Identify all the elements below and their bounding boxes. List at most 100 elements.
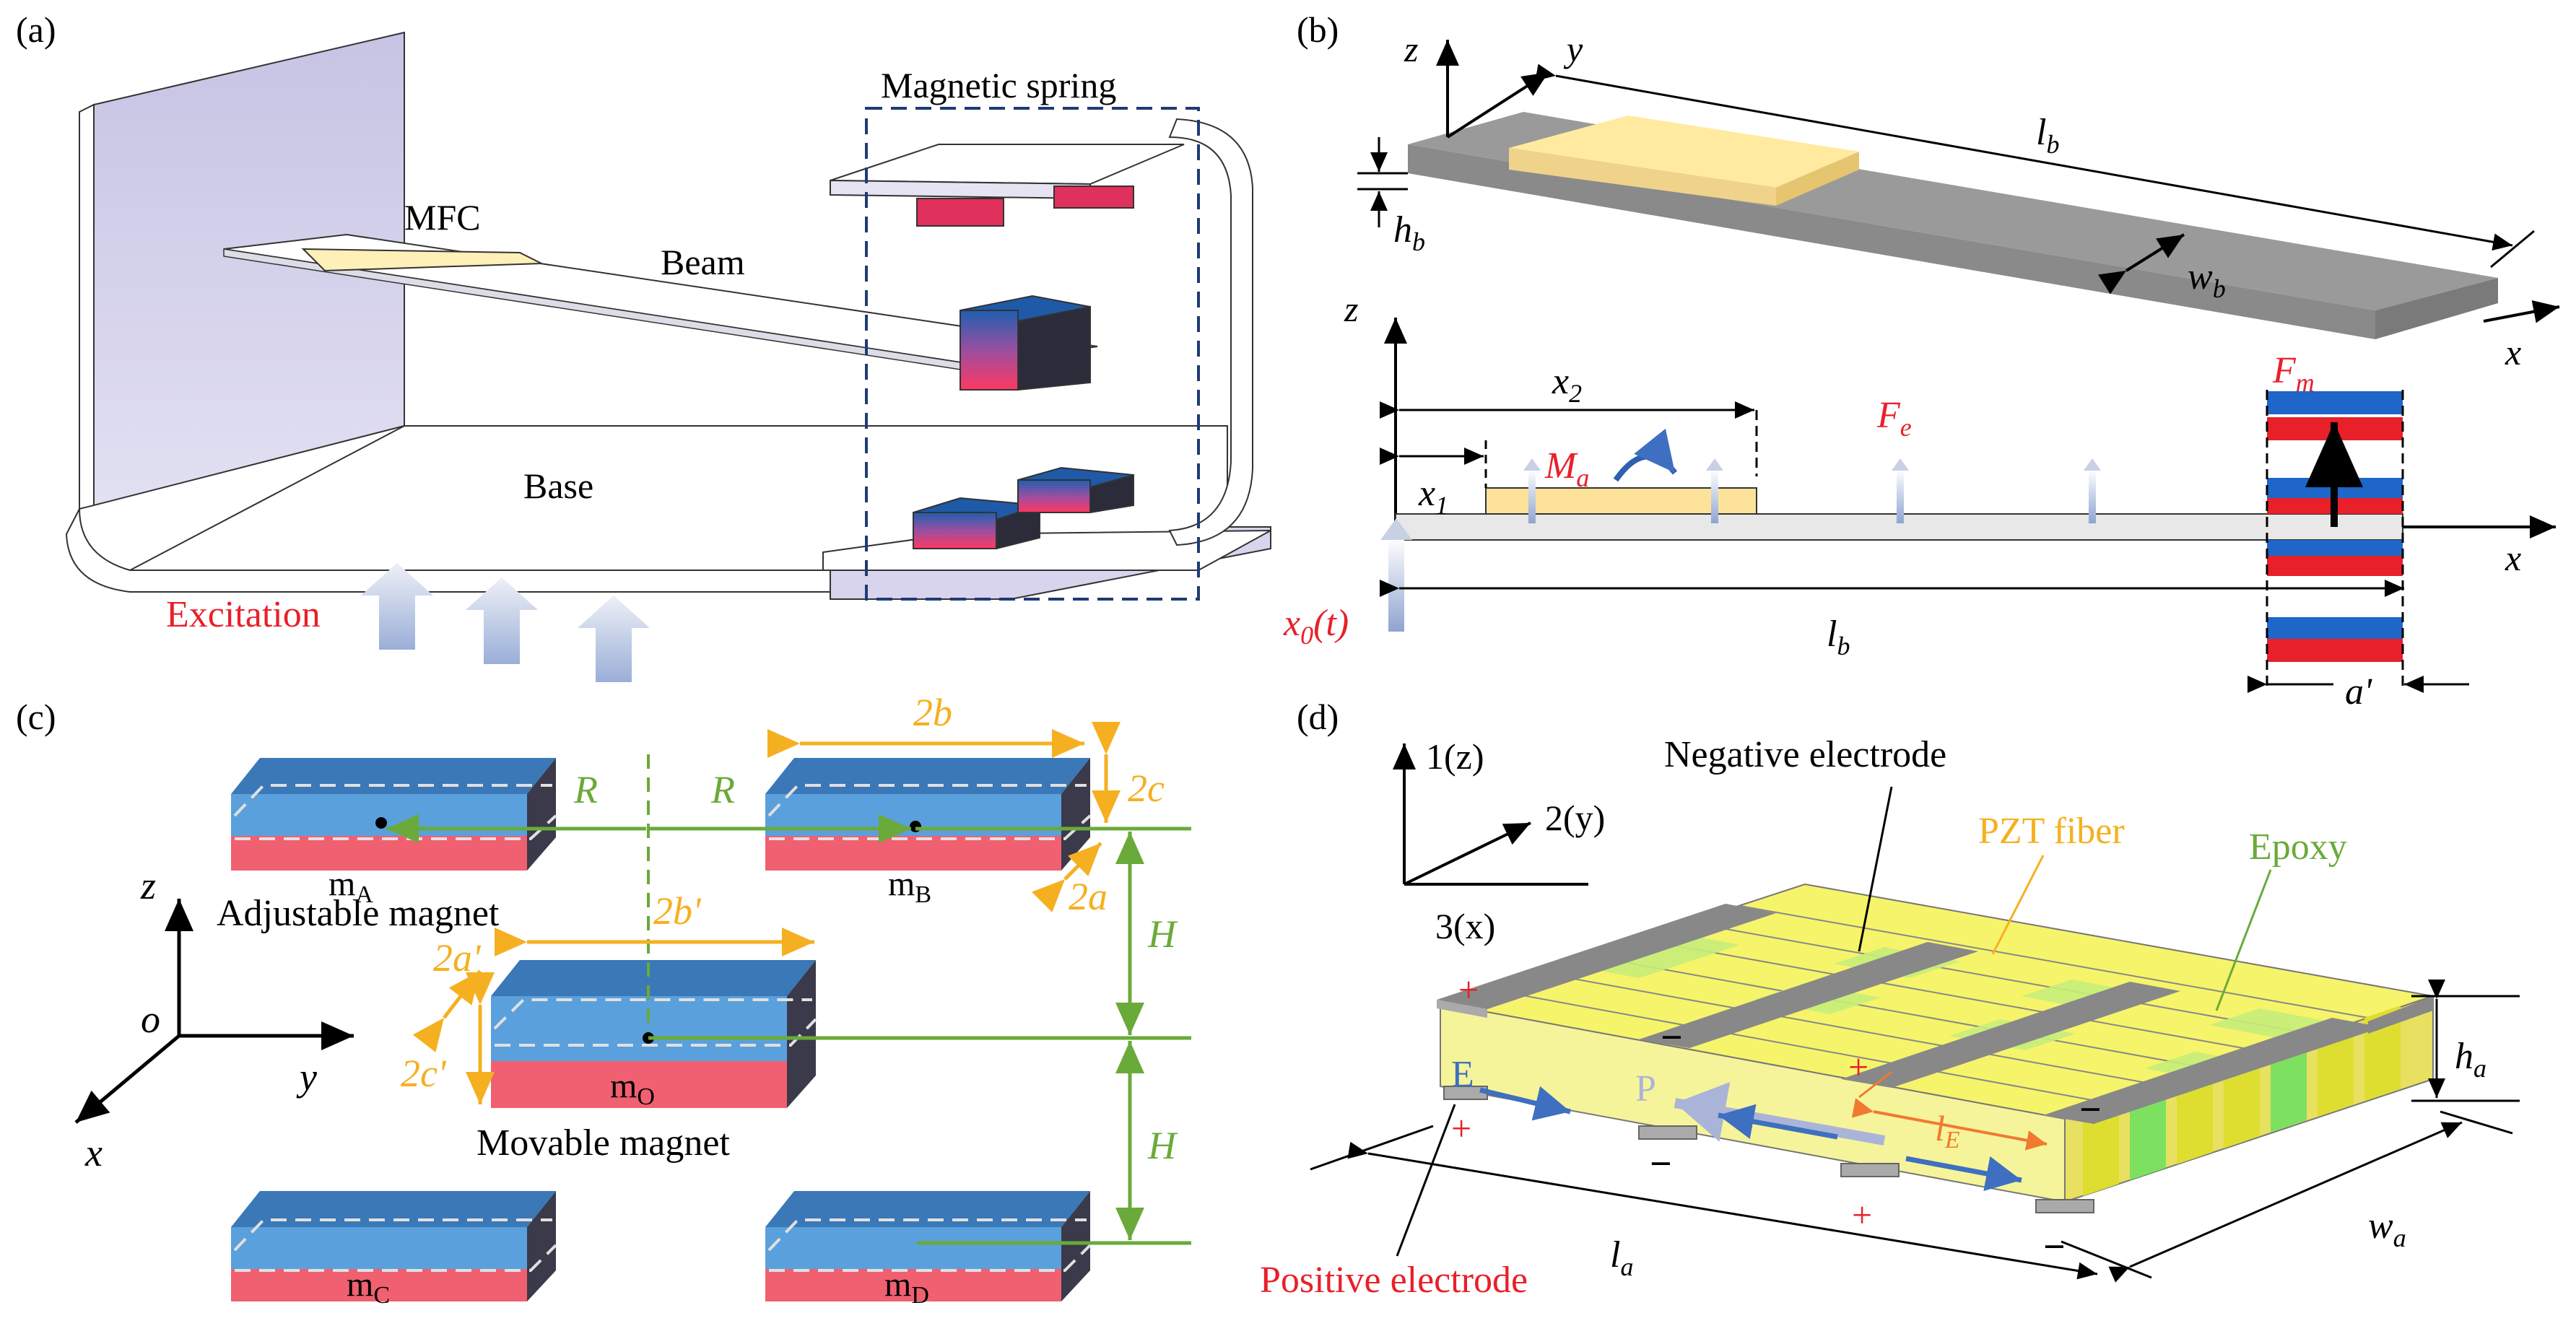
minus-4: − — [2043, 1225, 2066, 1268]
ma-label-c: mA — [328, 865, 373, 908]
axis-x-top-label: x — [2505, 332, 2521, 372]
negative-leader — [1858, 786, 1893, 952]
top-magnet-left — [916, 198, 1004, 227]
plus-2: + — [1848, 1047, 1868, 1087]
a-prime-label: a' — [2345, 671, 2372, 712]
la-label: la — [1610, 1234, 1633, 1281]
bottom-magnet-b — [1017, 479, 1091, 513]
p-field-arrow — [1674, 1082, 1886, 1146]
tip-magnet — [960, 310, 1019, 391]
clamp-top-plate-edge — [830, 179, 1091, 200]
excitation-arrow-2 — [466, 577, 538, 664]
positive-leader — [1396, 1104, 1456, 1257]
le-tick — [1858, 1070, 1892, 1099]
x2-label: x2 — [1552, 361, 1582, 408]
excitation-arrow-3 — [578, 596, 650, 682]
p-field-label: P — [1635, 1068, 1656, 1109]
minus-3: − — [1650, 1142, 1672, 1185]
c-axis-x — [74, 1034, 180, 1124]
bottom-magnet-b-side — [1089, 474, 1134, 514]
panel-b-tag: (b) — [1297, 9, 1339, 50]
two-b-label: 2b — [913, 691, 952, 734]
mc-label-c: mC — [347, 1265, 390, 1309]
axis-x-bottom-label: x — [2505, 538, 2521, 578]
force-arrow-3 — [1897, 469, 1904, 523]
moment-arc — [1613, 428, 1678, 482]
magnet-o — [491, 960, 817, 1108]
force-arrow-4 — [2089, 469, 2096, 523]
panel-d-tag: (d) — [1297, 697, 1339, 737]
bottom-magnet-a — [913, 512, 997, 549]
negative-electrodes — [1437, 904, 2433, 1124]
c-axis-y-label: y — [296, 1055, 317, 1099]
x0-arrow — [1388, 538, 1404, 632]
top-magnet-right — [1053, 186, 1134, 209]
beam-3d-side — [2375, 278, 2498, 339]
panel-b: (b) z y x lb hb wb z x — [1283, 9, 2560, 712]
pzt-leader — [1991, 855, 2045, 955]
two-a-dim — [1032, 842, 1102, 912]
panel-a: (a) — [16, 9, 1271, 682]
magnet-d — [765, 1191, 1092, 1301]
adjustable-label: Adjustable magnet — [217, 893, 500, 934]
la-ext-left — [1310, 1125, 1434, 1171]
axis-y-top-label: y — [1563, 29, 1583, 69]
axis-x-top — [2483, 300, 2560, 323]
e-field-arrow-2 — [1718, 1104, 1838, 1140]
x0-arrow-head — [1380, 518, 1412, 540]
lb-top-label: lb — [2036, 112, 2059, 159]
clamp-frame — [1168, 118, 1253, 546]
ma-label: Ma — [1544, 445, 1589, 492]
plus-3: + — [1451, 1108, 1471, 1148]
fiber-lines — [1487, 905, 2369, 1105]
e-field-label: E — [1451, 1054, 1474, 1095]
e-field-arrow — [1479, 1086, 1571, 1121]
md-label-c: mD — [884, 1265, 929, 1309]
magnet-b — [765, 758, 1092, 871]
movable-label: Movable magnet — [477, 1122, 730, 1164]
panel-a-tag: (a) — [16, 9, 56, 50]
negative-electrode-label: Negative electrode — [1664, 734, 1946, 775]
two-c-label: 2c — [1128, 767, 1165, 810]
c-axis-o-label: o — [141, 998, 160, 1041]
panel-d: (d) 1(z) 2(y) 3(x) — [1260, 697, 2520, 1301]
wb-label: wb — [2188, 256, 2226, 303]
hb-label: hb — [1393, 209, 1425, 256]
lb-top-tick — [2490, 230, 2535, 269]
la-dim — [1347, 1141, 2098, 1280]
d-axis-1-label: 1(z) — [1426, 736, 1484, 777]
c-axis-z-label: z — [140, 864, 156, 907]
epoxy-leader — [2215, 869, 2272, 1011]
d-axis-2-label: 2(y) — [1545, 798, 1605, 838]
c-axis-x-label: x — [84, 1131, 103, 1174]
two-b-prime-label: 2b' — [653, 889, 702, 933]
d-axis-3-label: 3(x) — [1435, 906, 1495, 946]
force-arrow-2 — [1711, 469, 1718, 523]
force-arrow-1 — [1528, 469, 1536, 523]
mo-label-c: mO — [610, 1067, 655, 1110]
mfc-patch — [301, 248, 542, 272]
fe-label: Fe — [1876, 395, 1912, 442]
pzt-fiber-label: PZT fiber — [1978, 811, 2125, 852]
d-axis-2 — [1404, 821, 1531, 886]
x0-label: x0(t) — [1283, 603, 1349, 650]
wa-label: wa — [2368, 1205, 2406, 1252]
ha-label: ha — [2455, 1036, 2486, 1083]
mb-label-c: mB — [888, 865, 931, 908]
clamp-top-plate — [830, 144, 1185, 186]
beam-label: Beam — [661, 242, 745, 282]
minus-2: − — [2079, 1088, 2102, 1131]
magnet-a — [231, 758, 557, 871]
axis-z-top-label: z — [1404, 29, 1418, 69]
h-lower-label: H — [1147, 1124, 1178, 1167]
lb-top-dim — [1535, 64, 2513, 251]
h-upper-label: H — [1147, 912, 1178, 956]
wa-dim — [2108, 1121, 2463, 1283]
x1-label: x1 — [1418, 473, 1448, 520]
wa-ext — [2440, 1110, 2513, 1135]
force-arrow-3-head — [1892, 458, 1909, 471]
fm-label: Fm — [2272, 350, 2315, 397]
panel-c-tag: (c) — [16, 697, 56, 737]
wb-dim — [2097, 233, 2185, 295]
panel-c: (c) — [16, 691, 1191, 1309]
